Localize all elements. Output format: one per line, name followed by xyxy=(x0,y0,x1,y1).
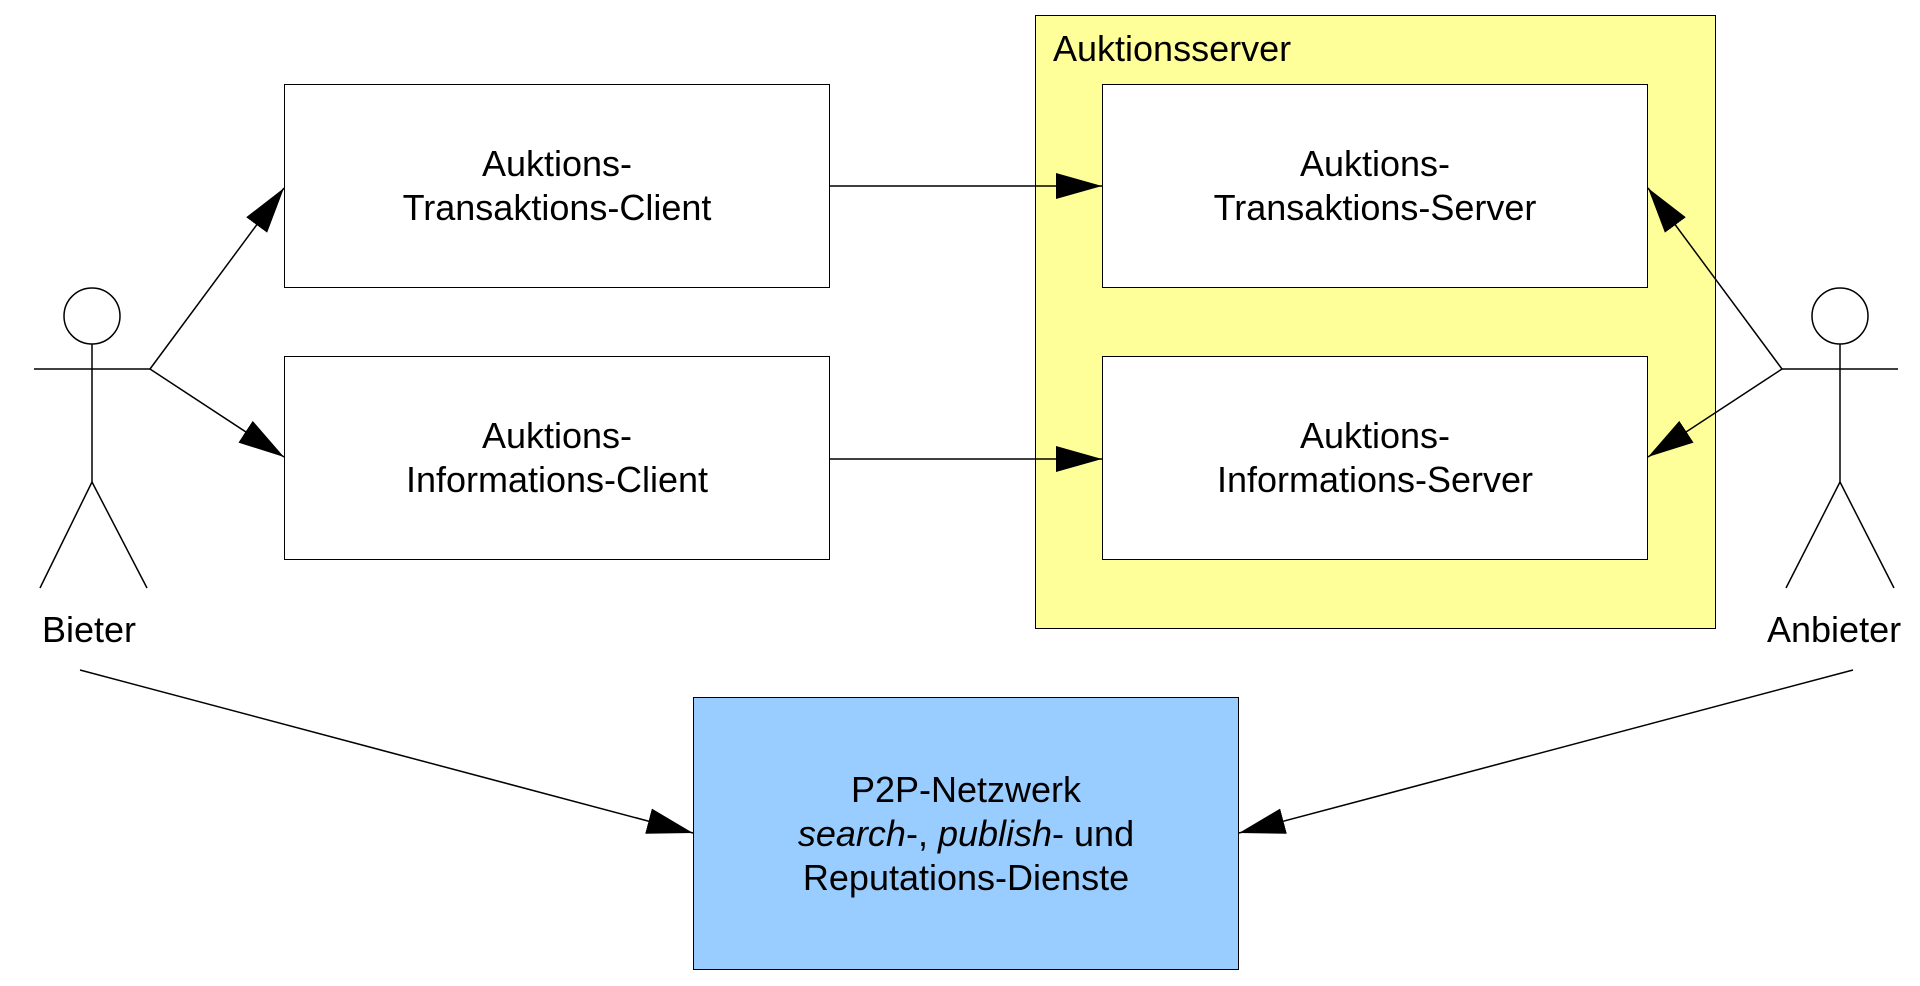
p2p-network-label-1: P2P-Netzwerk xyxy=(850,768,1082,810)
p2p-network-box: P2P-Netzwerk search-, publish- und Reput… xyxy=(693,697,1239,970)
seller-stick-figure-icon xyxy=(1782,287,1898,589)
seller-to-transaction-server-arrow xyxy=(1647,187,1783,370)
information-server-label-1: Auktions- xyxy=(1299,415,1451,456)
search-separator: -, xyxy=(905,812,938,854)
transaction-client-label-2: Transaktions-Client xyxy=(402,187,712,228)
auktionsserver-group-title: Auktionsserver xyxy=(1053,28,1292,69)
transaction-server-box: Auktions- Transaktions-Server xyxy=(1102,84,1648,288)
p2p-network-label-2: search-, publish- und xyxy=(798,812,1134,856)
bidder-to-information-client-arrow xyxy=(149,368,285,458)
bidder-label: Bieter xyxy=(42,609,137,650)
information-server-label-2: Informations-Server xyxy=(1216,459,1534,500)
information-client-box: Auktions- Informations-Client xyxy=(284,356,830,560)
transaction-server-label-2: Transaktions-Server xyxy=(1213,187,1537,228)
transaction-server-label-1: Auktions- xyxy=(1299,143,1451,184)
information-client-label-2: Informations-Client xyxy=(405,459,709,500)
seller-label: Anbieter xyxy=(1767,609,1902,650)
p2p-network-label-3: Reputations-Dienste xyxy=(802,856,1130,898)
bidder-stick-figure-icon xyxy=(34,287,150,589)
search-term: search xyxy=(797,812,906,854)
bidder-to-transaction-client-arrow xyxy=(149,187,285,370)
seller-to-p2p-network-arrow xyxy=(1238,669,1854,834)
transaction-client-box: Auktions- Transaktions-Client xyxy=(284,84,830,288)
information-server-box: Auktions- Informations-Server xyxy=(1102,356,1648,560)
publish-term: publish xyxy=(937,812,1053,854)
bidder-to-p2p-network-arrow xyxy=(79,669,694,834)
seller-to-information-server-arrow xyxy=(1647,368,1783,458)
publish-separator: - und xyxy=(1052,812,1135,854)
information-client-label-1: Auktions- xyxy=(481,415,633,456)
transaction-client-label-1: Auktions- xyxy=(481,143,633,184)
